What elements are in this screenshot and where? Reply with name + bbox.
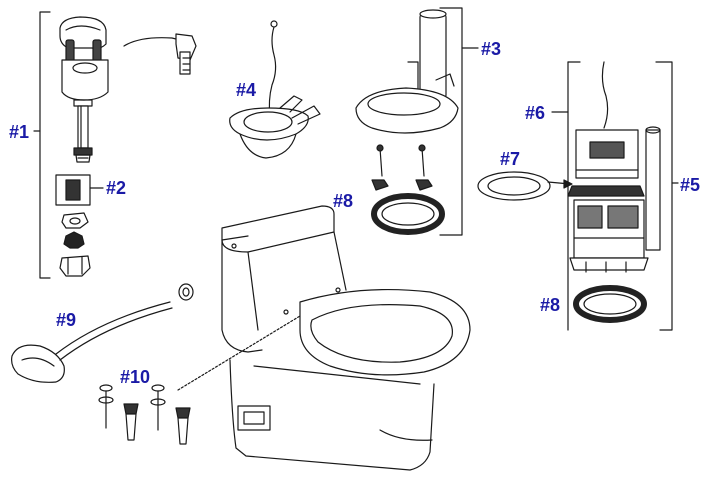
flush-valve-assembly [547, 61, 679, 331]
tank-gasket-upper [371, 193, 445, 235]
flush-valve [355, 7, 479, 236]
fill-valve [59, 16, 197, 163]
fill-valve-nuts [59, 212, 91, 277]
callout-8-lower: #8 [540, 295, 561, 315]
fill-valve-bracket [33, 11, 51, 279]
tank-bolts [98, 315, 301, 445]
callout-4: #4 [236, 80, 257, 100]
callout-5: #5 [680, 175, 701, 195]
toilet [221, 205, 471, 471]
callout-10: #10 [120, 367, 151, 387]
trip-lever [11, 283, 194, 383]
fill-valve-cartridge [55, 174, 104, 206]
tank-gasket-lower [573, 285, 647, 323]
callout-7: #7 [500, 149, 521, 169]
gasket [477, 171, 551, 201]
callout-1: #1 [9, 122, 30, 142]
callout-3: #3 [481, 39, 502, 59]
callout-8-upper: #8 [333, 191, 354, 211]
callout-9: #9 [56, 310, 77, 330]
callout-2: #2 [106, 178, 127, 198]
callout-6: #6 [525, 103, 546, 123]
flapper [229, 20, 321, 159]
